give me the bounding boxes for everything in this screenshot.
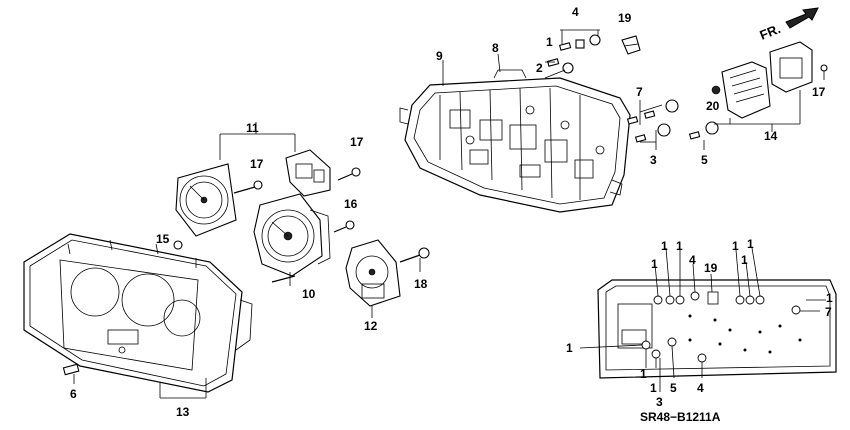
callout-15: 15 [156, 232, 170, 246]
detail-callout-1c: 1 [676, 239, 683, 253]
callout-16: 16 [344, 197, 358, 211]
detail-callout-4: 4 [689, 253, 696, 267]
rear-case-housing [399, 69, 631, 213]
callout-17-mid: 17 [350, 135, 364, 149]
detail-callout-3: 3 [656, 395, 663, 409]
detail-callout-1d: 1 [732, 239, 739, 253]
front-direction-arrow: FR. [758, 7, 819, 43]
detail-callout-1h: 1 [566, 341, 573, 355]
speedometer-assembly [253, 193, 331, 286]
screw-18 [399, 247, 430, 272]
direction-label: FR. [758, 21, 783, 43]
detail-callout-1e: 1 [741, 253, 748, 267]
bulb-sockets-mid [626, 99, 719, 150]
gauge-assembly-12 [345, 239, 401, 318]
detail-callout-4b: 4 [697, 381, 704, 395]
callout-6: 6 [70, 387, 77, 401]
callout-10: 10 [302, 287, 316, 301]
clip-19 [621, 35, 641, 55]
detail-callout-5: 5 [670, 381, 677, 395]
callout-4: 4 [572, 5, 579, 19]
detail-callout-1b: 1 [661, 239, 668, 253]
printed-circuit-assembly [711, 41, 828, 132]
gauge-assembly-11 [175, 122, 331, 237]
bulb-location-detail [579, 247, 837, 392]
screw-17-right [337, 167, 361, 181]
callout-14: 14 [764, 129, 778, 143]
callout-11: 11 [246, 121, 259, 135]
detail-callout-1i: 1 [640, 367, 647, 381]
callout-1: 1 [546, 35, 553, 49]
callout-labels: 1 2 4 19 9 8 7 3 5 20 14 17 11 17 17 16 … [70, 5, 833, 419]
callout-17-left: 17 [250, 157, 264, 171]
callout-5: 5 [701, 153, 708, 167]
callout-7: 7 [636, 85, 643, 99]
callout-9: 9 [436, 49, 443, 63]
callout-12: 12 [364, 319, 378, 333]
detail-callout-1g: 1 [826, 291, 833, 305]
callout-3: 3 [650, 153, 657, 167]
detail-callout-1j: 1 [650, 381, 657, 395]
callout-19: 19 [618, 11, 632, 25]
callout-2: 2 [536, 61, 543, 75]
bulb-sockets-top [544, 29, 601, 79]
detail-callout-1a: 1 [651, 257, 658, 271]
bulb-6 [62, 363, 80, 384]
detail-callout-19: 19 [704, 261, 718, 275]
callout-20: 20 [706, 99, 720, 113]
meter-lens-visor [23, 233, 253, 393]
callout-18: 18 [414, 277, 428, 291]
callout-13: 13 [176, 405, 190, 419]
callout-17-top-right: 17 [812, 85, 826, 99]
screw-17-left [233, 180, 263, 194]
detail-callout-7: 7 [825, 305, 832, 319]
callout-8: 8 [492, 41, 499, 55]
screw-15 [173, 240, 183, 250]
diagram-code: SR48−B1211A [640, 410, 721, 424]
screw-16 [333, 220, 355, 233]
detail-callout-1f: 1 [747, 237, 754, 251]
